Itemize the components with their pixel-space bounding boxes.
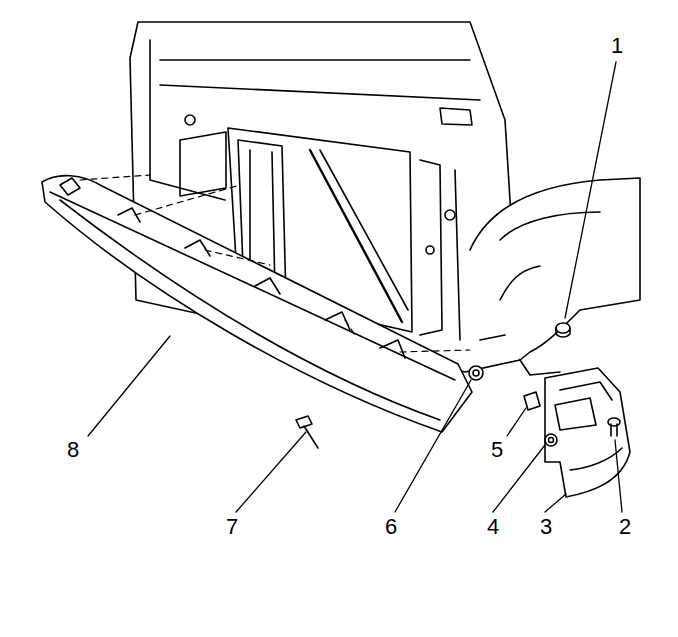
callout-number: 2 [618, 516, 632, 538]
callout-number: 6 [384, 516, 398, 538]
callout-number: 5 [490, 439, 504, 461]
callout-number: 4 [486, 516, 500, 538]
callout-number: 8 [66, 439, 80, 461]
callout-number: 7 [225, 516, 239, 538]
callout-number: 1 [610, 35, 624, 57]
callout-number: 3 [539, 516, 553, 538]
